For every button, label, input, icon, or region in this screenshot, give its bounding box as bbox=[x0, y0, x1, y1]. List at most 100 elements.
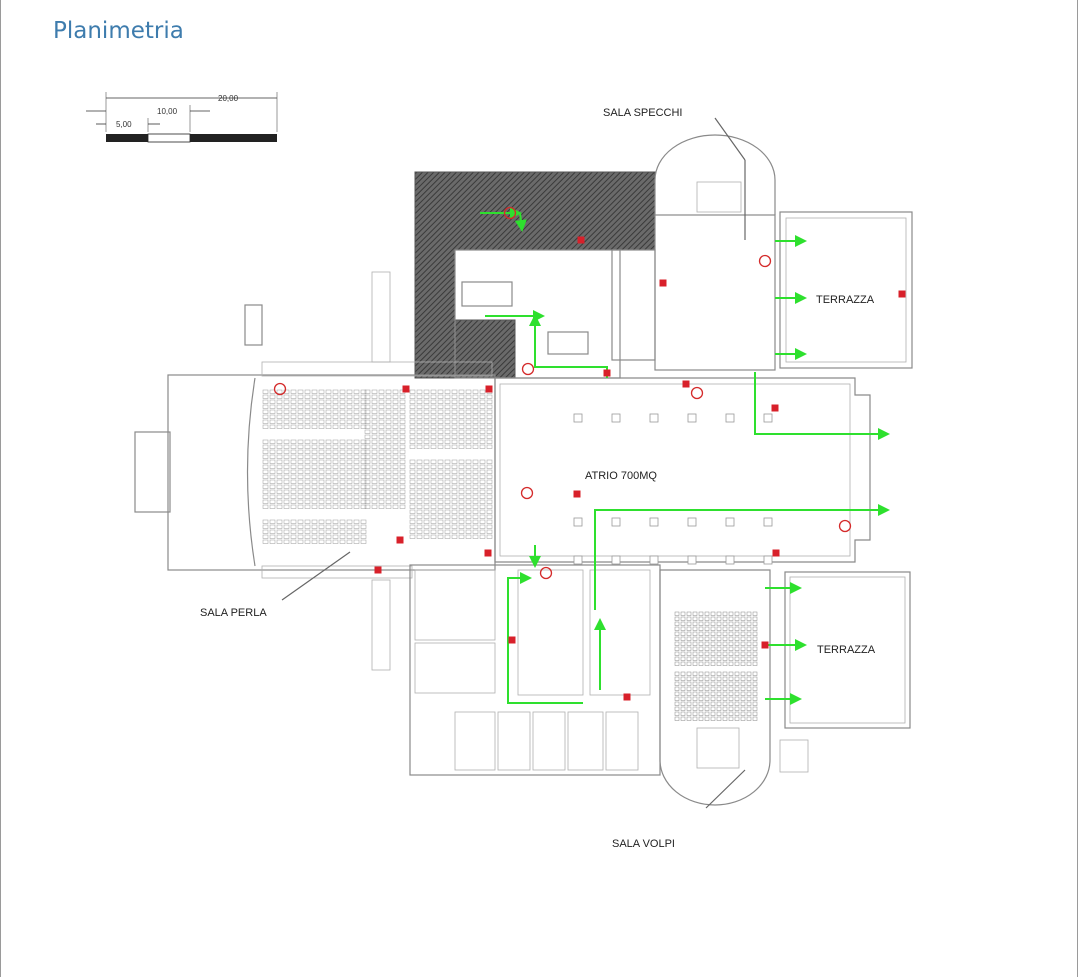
seat bbox=[283, 449, 290, 454]
seat bbox=[752, 646, 758, 651]
atrio-room bbox=[494, 377, 871, 563]
seat bbox=[430, 444, 437, 449]
seat bbox=[444, 414, 451, 419]
seat bbox=[353, 464, 360, 469]
seat bbox=[297, 504, 304, 509]
seat bbox=[385, 419, 392, 424]
seat bbox=[332, 524, 339, 529]
seat bbox=[409, 424, 416, 429]
seat bbox=[353, 409, 360, 414]
seat bbox=[353, 439, 360, 444]
seat bbox=[290, 399, 297, 404]
seat bbox=[740, 621, 746, 626]
seat bbox=[269, 414, 276, 419]
seat bbox=[698, 661, 704, 666]
seat bbox=[262, 464, 269, 469]
seat bbox=[353, 469, 360, 474]
seat bbox=[444, 424, 451, 429]
seat bbox=[416, 409, 423, 414]
seat bbox=[311, 499, 318, 504]
seat bbox=[318, 409, 325, 414]
seat bbox=[472, 519, 479, 524]
seat bbox=[360, 499, 367, 504]
seat bbox=[734, 681, 740, 686]
seat bbox=[430, 509, 437, 514]
seat bbox=[392, 389, 399, 394]
seat bbox=[399, 479, 406, 484]
seat bbox=[269, 494, 276, 499]
seat bbox=[698, 651, 704, 656]
seat bbox=[311, 449, 318, 454]
seat bbox=[752, 651, 758, 656]
seat bbox=[674, 656, 680, 661]
seat bbox=[746, 681, 752, 686]
seat bbox=[704, 641, 710, 646]
seat bbox=[458, 484, 465, 489]
seat bbox=[686, 716, 692, 721]
seat bbox=[710, 626, 716, 631]
seat bbox=[716, 701, 722, 706]
seat bbox=[318, 529, 325, 534]
seat bbox=[346, 439, 353, 444]
seat bbox=[740, 636, 746, 641]
seat bbox=[283, 439, 290, 444]
scale-label-10: 10,00 bbox=[157, 107, 178, 116]
seat bbox=[318, 454, 325, 459]
seat bbox=[479, 399, 486, 404]
label-sala-specchi: SALA SPECCHI bbox=[603, 107, 682, 119]
seat bbox=[704, 711, 710, 716]
seat bbox=[437, 429, 444, 434]
seat bbox=[430, 489, 437, 494]
seat bbox=[710, 696, 716, 701]
seat bbox=[269, 529, 276, 534]
seat bbox=[479, 494, 486, 499]
seat bbox=[686, 681, 692, 686]
seat bbox=[378, 489, 385, 494]
pillar bbox=[573, 517, 583, 527]
seat bbox=[378, 434, 385, 439]
pillar bbox=[687, 517, 697, 527]
seat bbox=[698, 626, 704, 631]
seat bbox=[722, 656, 728, 661]
seat bbox=[472, 474, 479, 479]
seat bbox=[304, 449, 311, 454]
seat bbox=[444, 479, 451, 484]
seat bbox=[416, 439, 423, 444]
seat bbox=[353, 539, 360, 544]
seat bbox=[346, 469, 353, 474]
seat bbox=[437, 389, 444, 394]
seat bbox=[346, 424, 353, 429]
seat bbox=[304, 504, 311, 509]
seat bbox=[734, 626, 740, 631]
seat bbox=[392, 474, 399, 479]
seat bbox=[409, 534, 416, 539]
seat bbox=[437, 399, 444, 404]
seat bbox=[297, 459, 304, 464]
seat bbox=[423, 534, 430, 539]
seat bbox=[692, 686, 698, 691]
seat bbox=[710, 646, 716, 651]
seat bbox=[423, 529, 430, 534]
seat bbox=[290, 464, 297, 469]
seat bbox=[674, 671, 680, 676]
seat bbox=[339, 409, 346, 414]
seat bbox=[437, 459, 444, 464]
seat bbox=[716, 621, 722, 626]
seat bbox=[746, 656, 752, 661]
seat bbox=[283, 394, 290, 399]
hydrant-icon bbox=[484, 549, 492, 557]
seat bbox=[674, 616, 680, 621]
seat bbox=[430, 409, 437, 414]
seat bbox=[346, 499, 353, 504]
seat bbox=[746, 711, 752, 716]
seat bbox=[290, 404, 297, 409]
seat bbox=[409, 439, 416, 444]
seat bbox=[318, 504, 325, 509]
seat bbox=[290, 444, 297, 449]
seat bbox=[692, 706, 698, 711]
seat bbox=[346, 524, 353, 529]
seat bbox=[716, 641, 722, 646]
seat bbox=[704, 716, 710, 721]
seat bbox=[710, 636, 716, 641]
seat bbox=[311, 459, 318, 464]
